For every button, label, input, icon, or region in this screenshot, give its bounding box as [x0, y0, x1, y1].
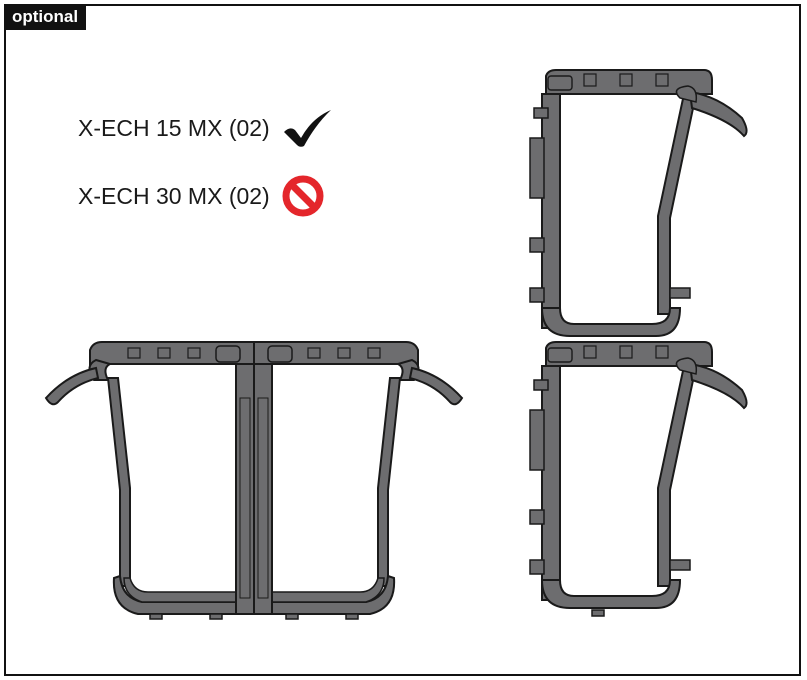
compat-row-forbidden: X-ECH 30 MX (02) — [78, 175, 324, 217]
diagram-frame — [4, 4, 801, 676]
check-icon — [283, 110, 331, 147]
compat-row-allowed: X-ECH 15 MX (02) — [78, 108, 334, 148]
profile-stacked-upper — [529, 69, 748, 337]
prohibited-icon — [282, 175, 324, 217]
optional-tag: optional — [4, 4, 87, 30]
compat-label-forbidden: X-ECH 30 MX (02) — [78, 182, 270, 209]
compat-label-allowed: X-ECH 15 MX (02) — [78, 114, 270, 141]
profile-twin-channel — [45, 341, 463, 620]
profile-stacked-lower — [529, 341, 748, 617]
